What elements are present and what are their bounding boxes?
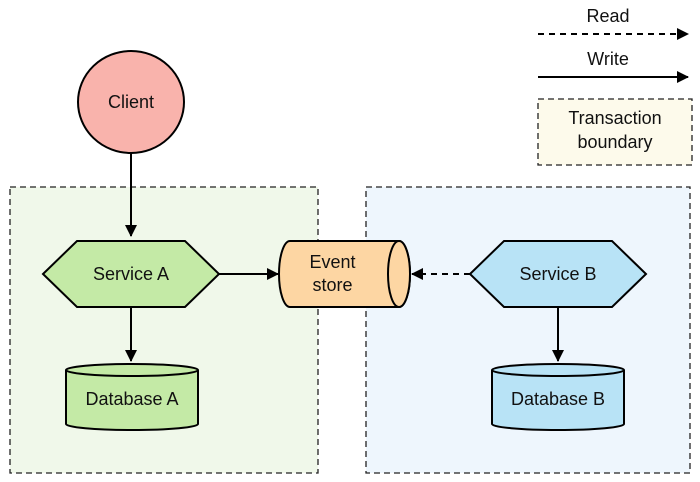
service-b-node bbox=[468, 240, 648, 308]
database-a-node bbox=[65, 363, 199, 431]
event-store-node bbox=[278, 240, 411, 308]
client-node bbox=[77, 50, 185, 154]
legend-transaction-box bbox=[537, 98, 693, 166]
service-a-node bbox=[41, 240, 221, 308]
database-b-node bbox=[491, 363, 625, 431]
